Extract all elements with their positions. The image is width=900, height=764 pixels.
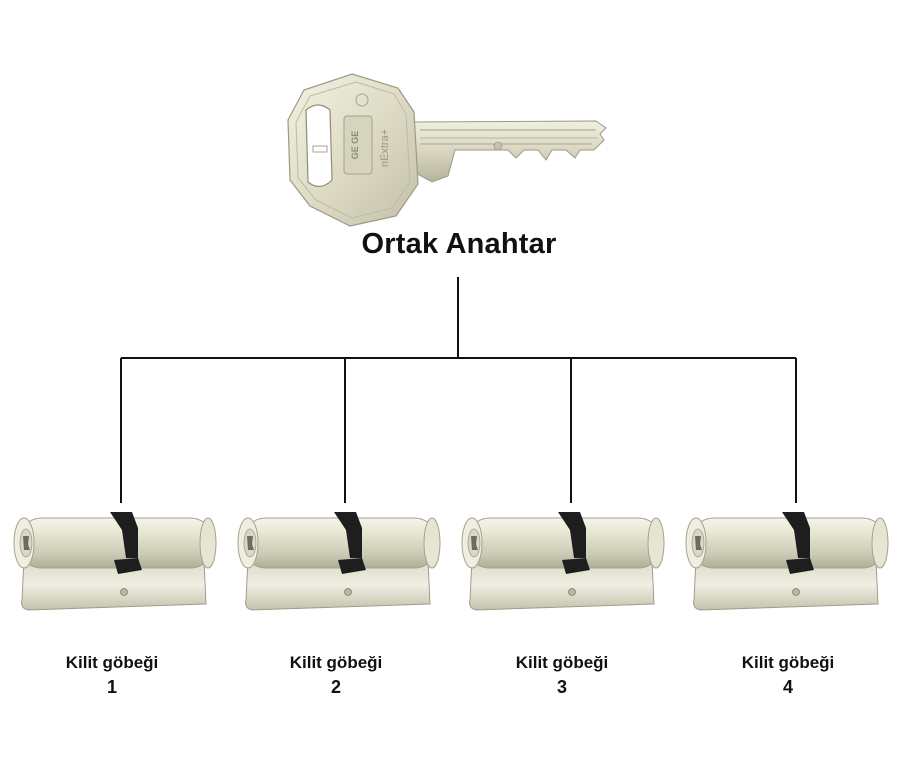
cylinder-label-3: Kilit göbeği 3	[482, 650, 642, 700]
cylinder-name: Kilit göbeği	[289, 653, 383, 672]
lock-cylinder-icon	[13, 511, 217, 611]
cylinder-number: 4	[782, 677, 793, 697]
cylinder-number: 2	[330, 677, 341, 697]
cylinder-name: Kilit göbeği	[65, 653, 159, 672]
lock-cylinder-icon	[237, 511, 441, 611]
brand-badge	[343, 115, 373, 175]
cylinder-name: Kilit göbeği	[741, 653, 835, 672]
key-blade	[409, 120, 607, 183]
cylinder-number: 1	[106, 677, 117, 697]
cylinder-label-4: Kilit göbeği 4	[708, 650, 868, 700]
lock-cylinder-icon	[685, 511, 889, 611]
key-icon: GE GE nExtra+	[287, 73, 607, 227]
brand-mark: GE GE	[350, 131, 360, 160]
cylinder-name: Kilit göbeği	[515, 653, 609, 672]
model-mark: nExtra+	[379, 129, 391, 167]
cylinder-number: 3	[556, 677, 567, 697]
connector-lines	[120, 277, 797, 503]
cylinder-label-1: Kilit göbeği 1	[32, 650, 192, 700]
root-label: Ortak Anahtar	[361, 228, 557, 260]
cylinder-label-2: Kilit göbeği 2	[256, 650, 416, 700]
lock-cylinder-icon	[461, 511, 665, 611]
